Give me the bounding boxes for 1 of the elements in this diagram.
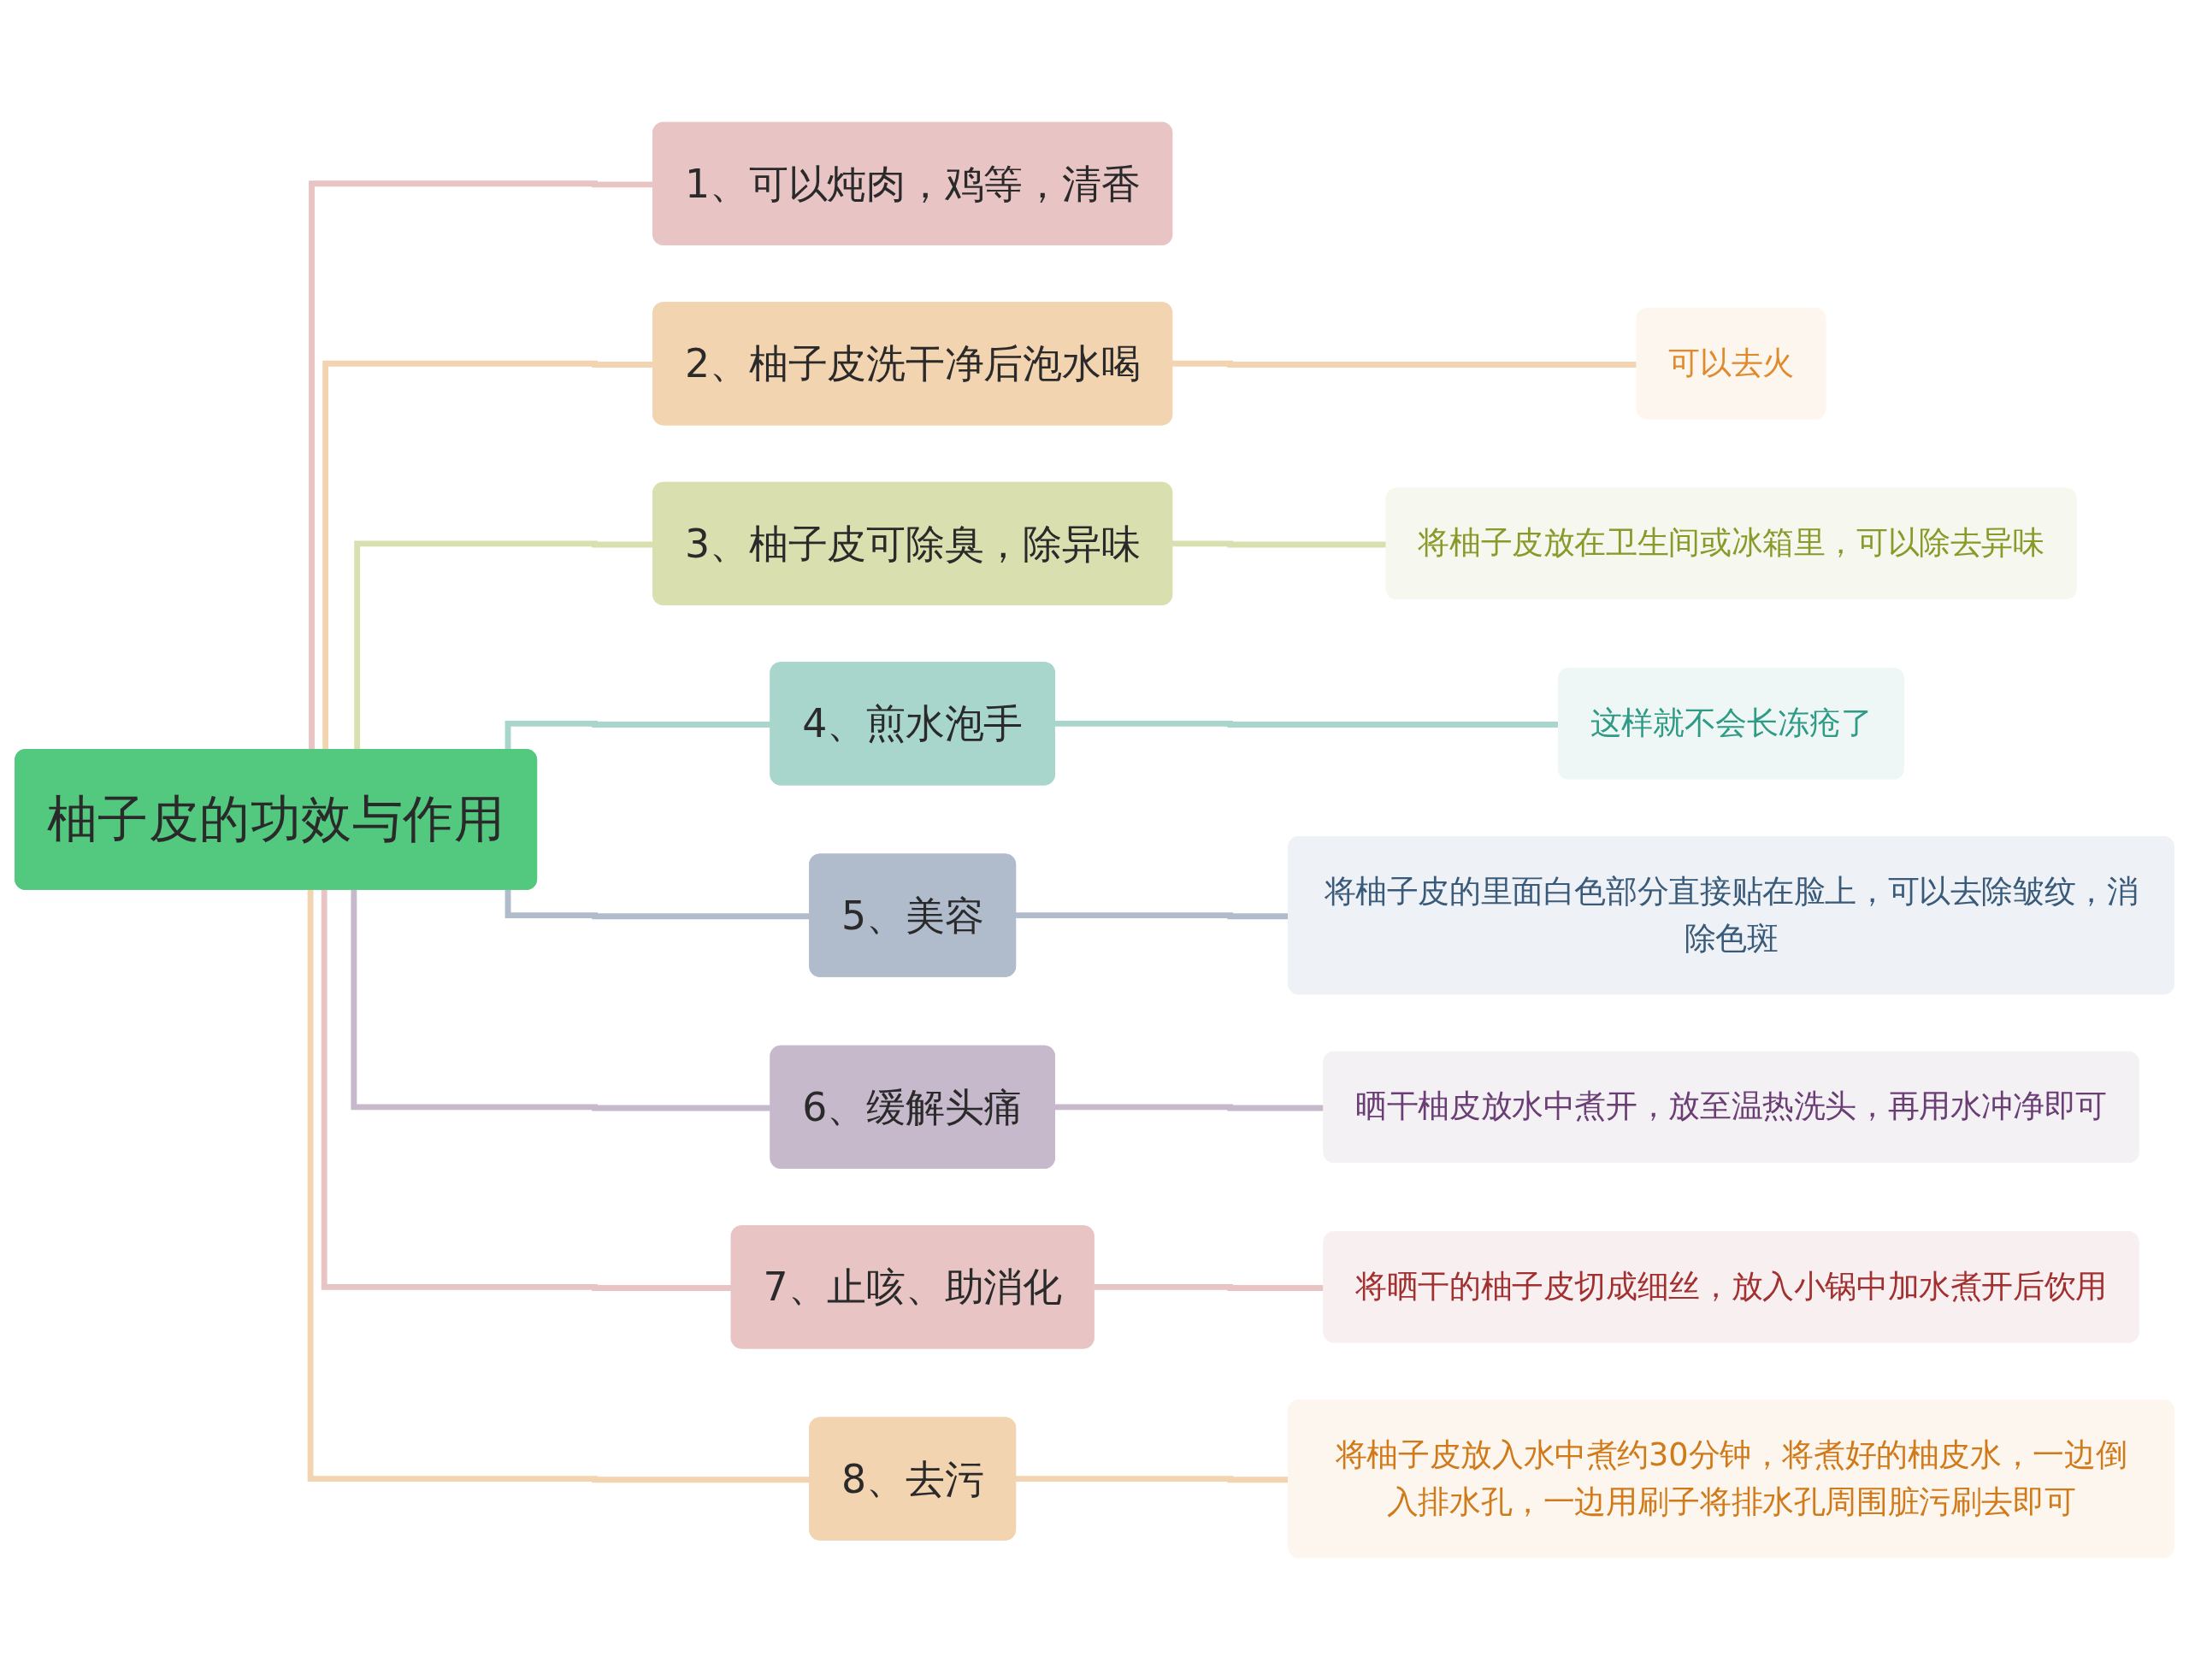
connector bbox=[504, 720, 772, 752]
